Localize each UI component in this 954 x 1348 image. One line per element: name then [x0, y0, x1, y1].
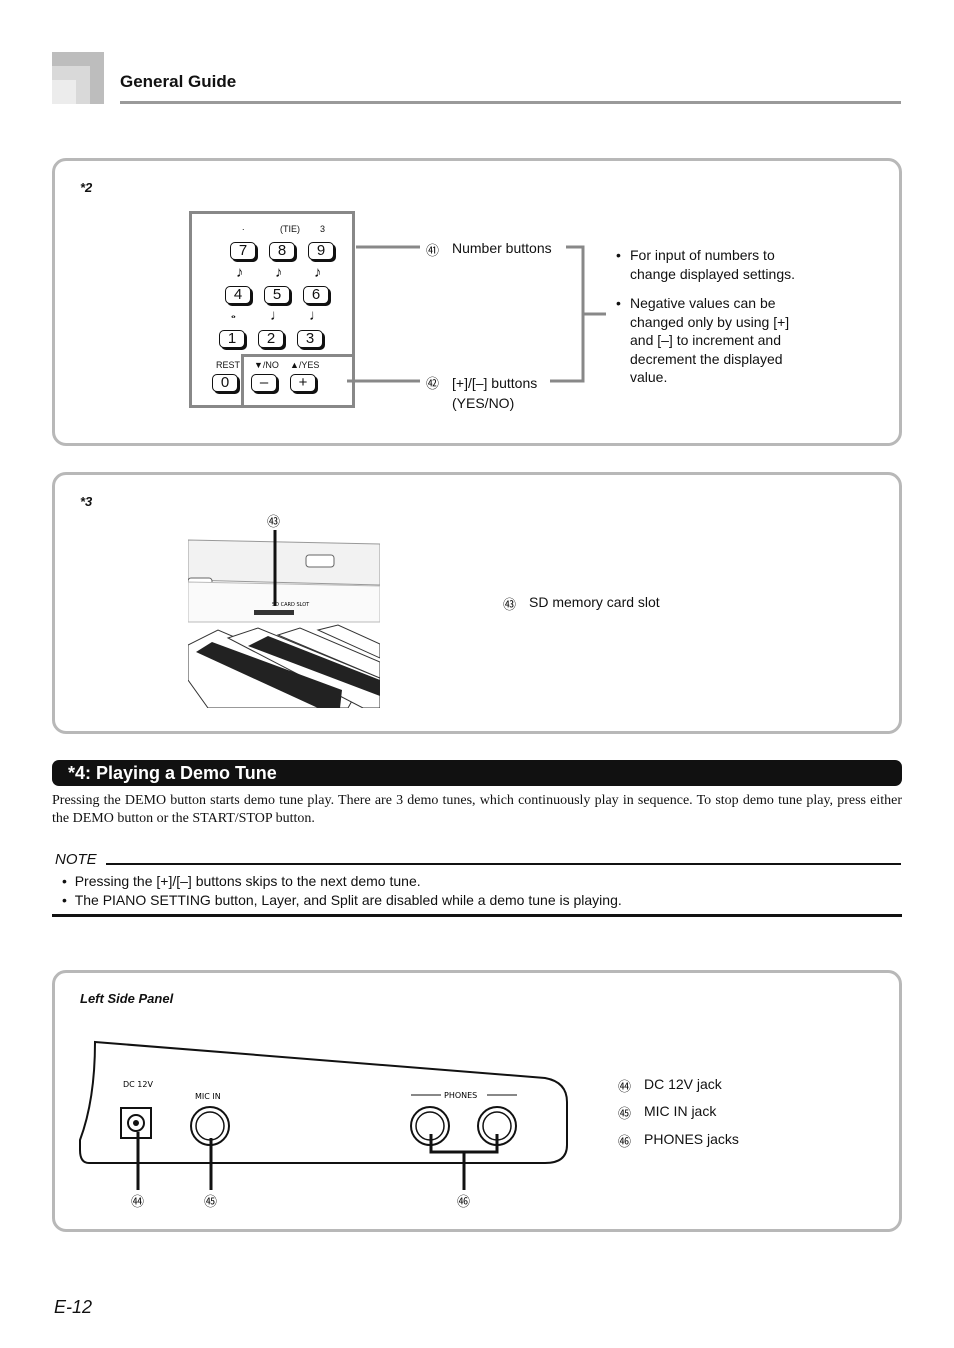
note-rule: [106, 863, 901, 865]
bullet-item: • For input of numbers to change display…: [616, 247, 795, 282]
key-0[interactable]: 0: [212, 374, 238, 392]
yes-label: ▲/YES: [290, 360, 320, 370]
note-item: • The PIANO SETTING button, Layer, and S…: [62, 892, 622, 908]
note-symbol: ♪: [236, 264, 244, 281]
note-symbol: ♪: [314, 264, 322, 281]
page-title: General Guide: [120, 72, 237, 91]
key-5[interactable]: 5: [264, 286, 290, 304]
key-minus[interactable]: –: [251, 374, 277, 392]
key-8[interactable]: 8: [269, 242, 295, 260]
keypad-top-symbol: .: [242, 222, 245, 232]
header-decoration-inner2: [52, 80, 76, 104]
callout-44: ㊹: [131, 1195, 145, 1210]
keypad-top-symbol: (TIE): [280, 224, 300, 234]
panel-sd-slot: [52, 472, 902, 734]
rest-label: REST: [216, 360, 241, 370]
keypad-top-symbol: 3: [320, 224, 326, 234]
no-label: ▼/NO: [254, 360, 279, 370]
phones-label: PHONES: [444, 1091, 477, 1100]
key-9[interactable]: 9: [308, 242, 334, 260]
left-side-panel-illustration: DC 12V MIC IN PHONES: [79, 1040, 568, 1190]
callout-42: ㊷: [426, 377, 440, 392]
note-title: NOTE: [55, 851, 97, 868]
plus-minus-buttons-label: [+]/[–] buttons (YES/NO): [452, 375, 538, 411]
callout-43-item: ㊸: [503, 598, 517, 613]
key-7[interactable]: 7: [230, 242, 256, 260]
keyboard-sd-illustration: SD CARD SLOT: [188, 530, 380, 708]
phones-jacks-label: PHONES jacks: [644, 1131, 739, 1147]
page-number: E-12: [54, 1297, 93, 1317]
key-4[interactable]: 4: [225, 286, 251, 304]
sd-slot-label: SD CARD SLOT: [272, 602, 310, 608]
note-symbol: ♩: [270, 307, 285, 324]
note-symbol: 𝅝: [231, 307, 236, 321]
panel3-ref: *3: [80, 494, 93, 509]
note-symbol: ♪: [275, 264, 283, 281]
dc-label: DC 12V: [123, 1080, 153, 1089]
callout-43: ㊸: [267, 515, 281, 530]
note-symbol: ♩: [309, 307, 324, 324]
mic-label: MIC IN: [195, 1092, 221, 1101]
panel2-ref: *2: [80, 180, 93, 195]
panel4-ref: Left Side Panel: [80, 991, 174, 1006]
item-num: ㊻: [618, 1135, 632, 1150]
note-end-rule: [52, 914, 902, 917]
panel2-leader-lines: [347, 245, 606, 383]
key-plus[interactable]: +: [290, 374, 316, 392]
callout-41: ㊶: [426, 244, 440, 259]
key-2[interactable]: 2: [258, 330, 284, 348]
sd-slot-label-text: SD memory card slot: [529, 594, 660, 610]
item-num: ㊹: [618, 1080, 632, 1095]
section-body: Pressing the DEMO button starts demo tun…: [52, 793, 902, 826]
panel-number-buttons: [52, 158, 902, 446]
header-rule: [120, 101, 901, 104]
dc-jack-label: DC 12V jack: [644, 1076, 722, 1092]
bullet-item: • Negative values can be changed only by…: [616, 295, 790, 385]
callout-45: ㊺: [204, 1195, 218, 1210]
note-item: • Pressing the [+]/[–] buttons skips to …: [62, 873, 421, 889]
keypad-illustration: . (TIE) 3 7 8 9 ♪ ♪ ♪ 4 5 6 𝅝 ♩ ♩ 1 2 3 …: [189, 211, 355, 408]
mic-jack-label: MIC IN jack: [644, 1103, 717, 1119]
callout-46: ㊻: [457, 1195, 471, 1210]
key-6[interactable]: 6: [303, 286, 329, 304]
key-3[interactable]: 3: [297, 330, 323, 348]
section-title: *4: Playing a Demo Tune: [52, 760, 902, 786]
number-buttons-label: Number buttons: [452, 240, 552, 256]
item-num: ㊺: [618, 1107, 632, 1122]
key-1[interactable]: 1: [219, 330, 245, 348]
